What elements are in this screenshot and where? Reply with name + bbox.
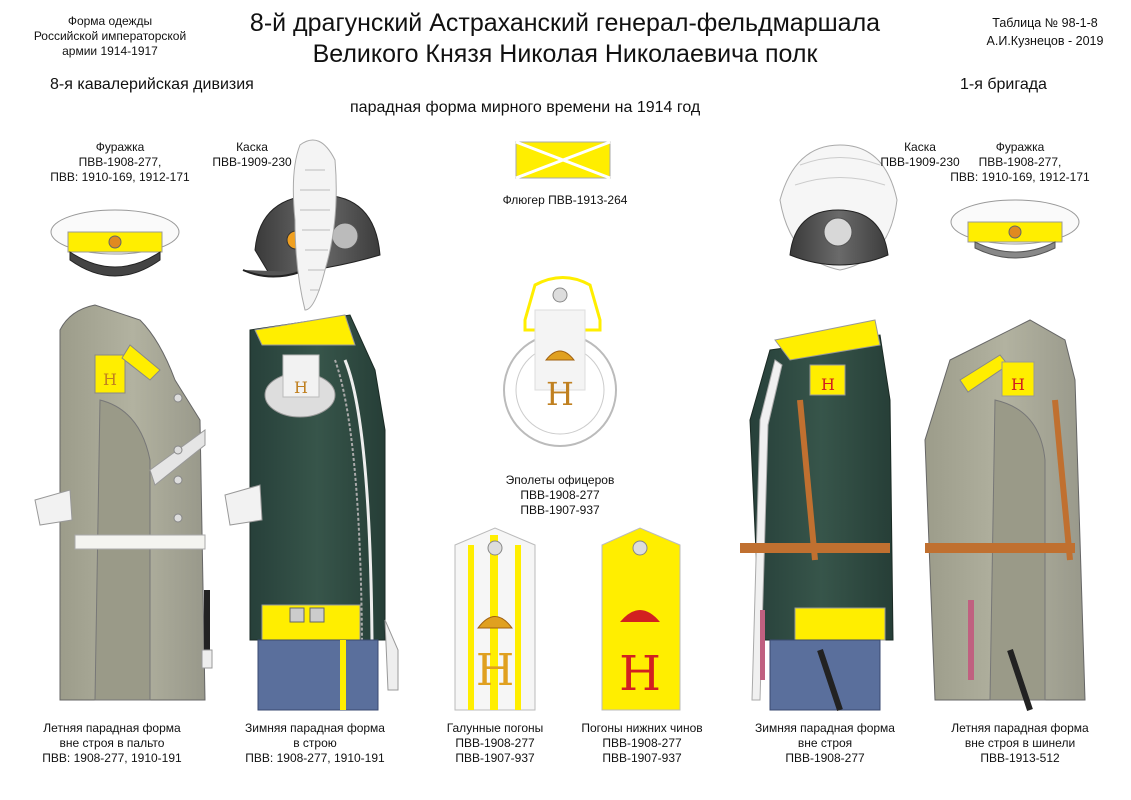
caption-line: ПВВ-1907-937 <box>602 751 682 765</box>
label-helmet-left: Каска ПВВ-1909-230 <box>192 140 312 170</box>
brigade-label: 1-я бригада <box>960 76 1047 93</box>
caption-figure-3: Галунные погоны ПВВ-1908-277 ПВВ-1907-93… <box>410 721 580 766</box>
label-line: Каска <box>904 140 936 154</box>
svg-text:H: H <box>294 378 308 397</box>
caption-line: вне строя в пальто <box>59 736 165 750</box>
label-line: ПВВ-1909-230 <box>880 155 960 169</box>
officer-shoulder-board: H <box>454 527 536 711</box>
figure-summer-greatcoat-right: H <box>924 319 1086 711</box>
caption-line: ПВВ-1908-277 <box>455 736 535 750</box>
table-number: Таблица № 98-1-8 <box>992 16 1098 30</box>
label-cap-left: Фуражка ПВВ-1908-277, ПВВ: 1910-169, 191… <box>40 140 200 185</box>
caption-line: вне строя <box>797 736 853 750</box>
label-line: ПВВ-1907-937 <box>520 503 600 517</box>
figure-winter-ranks: H <box>224 314 399 711</box>
caption-line: ПВВ-1908-277 <box>785 751 865 765</box>
caption-line: ПВВ-1907-937 <box>455 751 535 765</box>
page-title: 8-й драгунский Астраханский генерал-фель… <box>215 8 915 70</box>
label-line: Фуражка <box>95 140 145 154</box>
caption-line: Галунные погоны <box>446 721 544 735</box>
page-subtitle: парадная форма мирного времени на 1914 г… <box>350 99 701 116</box>
caption-figure-2: Зимняя парадная форма в строю ПВВ: 1908-… <box>230 721 400 766</box>
officer-epaulette: H <box>503 276 617 447</box>
caption-line: Погоны нижних чинов <box>581 721 703 735</box>
label-epaulette: Эполеты офицеров ПВВ-1908-277 ПВВ-1907-9… <box>480 473 640 518</box>
svg-text:H: H <box>821 375 835 394</box>
peaked-cap-left <box>50 209 180 277</box>
label-pennant: Флюгер ПВВ-1913-264 <box>502 193 628 207</box>
caption-line: вне строя в шинели <box>964 736 1076 750</box>
label-line: ПВВ: 1910-169, 1912-171 <box>50 170 190 184</box>
peaked-cap-right <box>950 199 1080 259</box>
figure-summer-coat-left: H <box>34 304 213 701</box>
division-label: 8-я кавалерийская дивизия <box>50 76 254 93</box>
author-year: А.И.Кузнецов - 2019 <box>986 34 1104 48</box>
pennant-flag <box>515 140 611 180</box>
svg-text:H: H <box>476 645 514 696</box>
label-line: ПВВ-1909-230 <box>212 155 292 169</box>
label-line: Эполеты офицеров <box>505 473 615 487</box>
label-line: ПВВ-1908-277 <box>520 488 600 502</box>
caption-line: Летняя парадная форма <box>43 721 181 735</box>
caption-figure-1: Летняя парадная форма вне строя в пальто… <box>27 721 197 766</box>
header-left-line: армии 1914-1917 <box>62 44 158 58</box>
label-line: Каска <box>236 140 268 154</box>
caption-line: в строю <box>293 736 337 750</box>
svg-text:H: H <box>1011 375 1025 394</box>
enlisted-shoulder-board: H <box>601 527 681 711</box>
caption-line: ПВВ: 1908-277, 1910-191 <box>42 751 182 765</box>
label-line: Фуражка <box>995 140 1045 154</box>
label-line: ПВВ-1908-277, <box>978 155 1062 169</box>
svg-text:H: H <box>619 646 661 702</box>
helmet-left <box>242 139 381 311</box>
helmet-right <box>779 144 898 271</box>
caption-line: ПВВ-1913-512 <box>980 751 1060 765</box>
caption-line: Зимняя парадная форма <box>755 721 895 735</box>
caption-figure-5: Зимняя парадная форма вне строя ПВВ-1908… <box>740 721 910 766</box>
label-line: ПВВ: 1910-169, 1912-171 <box>950 170 1090 184</box>
header-left-block: Форма одежды Российской императорской ар… <box>10 14 210 59</box>
header-right-block: Таблица № 98-1-8 А.И.Кузнецов - 2019 <box>975 14 1115 50</box>
header-left-line: Российской императорской <box>33 29 187 43</box>
caption-figure-4: Погоны нижних чинов ПВВ-1908-277 ПВВ-190… <box>557 721 727 766</box>
caption-line: Летняя парадная форма <box>951 721 1089 735</box>
svg-text:H: H <box>103 370 117 389</box>
caption-line: ПВВ-1908-277 <box>602 736 682 750</box>
caption-figure-6: Летняя парадная форма вне строя в шинели… <box>935 721 1105 766</box>
title-line: Великого Князя Николая Николаевича полк <box>312 40 818 68</box>
label-line: ПВВ-1908-277, <box>78 155 162 169</box>
label-helmet-right: Каска ПВВ-1909-230 <box>860 140 980 170</box>
label-cap-right: Фуражка ПВВ-1908-277, ПВВ: 1910-169, 191… <box>940 140 1100 185</box>
caption-line: ПВВ: 1908-277, 1910-191 <box>245 751 385 765</box>
svg-text:H: H <box>546 375 574 413</box>
caption-line: Зимняя парадная форма <box>245 721 385 735</box>
figure-winter-out-of-ranks: H <box>740 319 894 711</box>
header-left-line: Форма одежды <box>67 14 153 28</box>
title-line: 8-й драгунский Астраханский генерал-фель… <box>249 9 881 37</box>
